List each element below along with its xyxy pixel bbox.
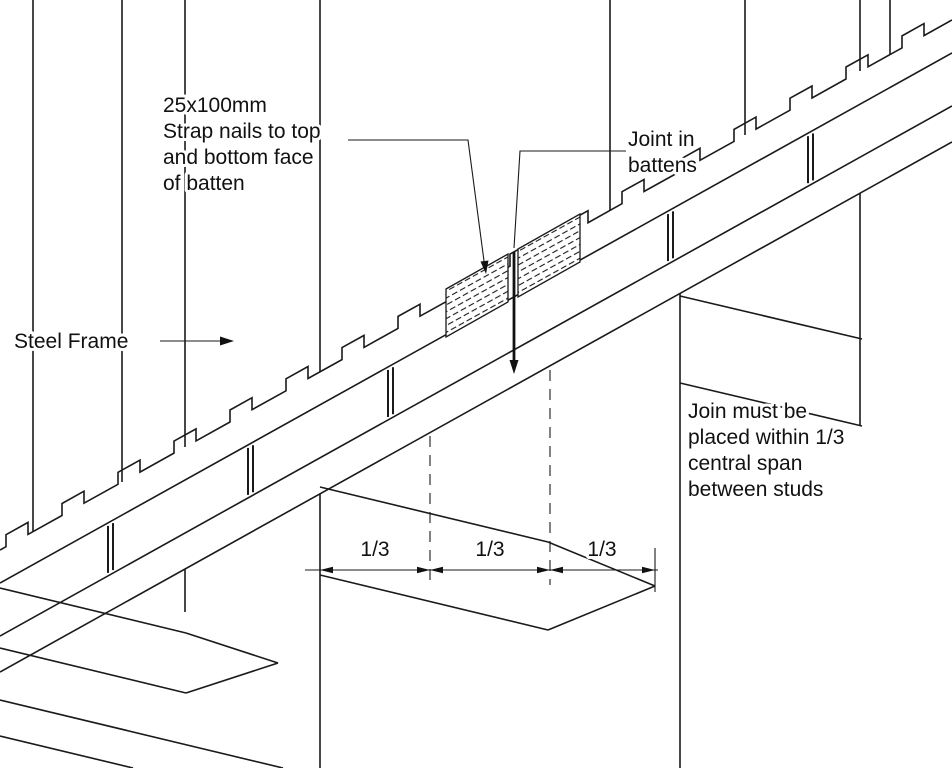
left-member-bottom	[0, 647, 187, 694]
batten-edge	[0, 141, 952, 673]
joint-note-leader	[513, 150, 626, 249]
left-member-chamfer	[185, 662, 279, 694]
join-rule-line: placed within 1/3	[688, 426, 844, 449]
right-member-top	[679, 295, 863, 340]
batten-joint	[509, 252, 519, 374]
nogging-top-edge	[319, 486, 549, 543]
leader-arrowhead-icon	[480, 260, 489, 274]
joint-arrowhead-icon	[509, 360, 519, 374]
strap-note-line: of batten	[163, 172, 245, 195]
steel-frame-arrowhead-icon	[220, 336, 234, 346]
dimension-arrow-icon	[537, 566, 550, 574]
dimension-arrow-icon	[320, 566, 333, 574]
right-member-bottom	[679, 382, 863, 427]
dimension-label: 1/3	[587, 538, 616, 561]
frame-members	[0, 295, 863, 768]
annotations: 25x100mm Strap nails to top and bottom f…	[11, 91, 847, 504]
nogging-chamfer	[547, 541, 656, 587]
strap-plate-right	[517, 212, 581, 299]
bottom-plate-edge	[0, 699, 284, 768]
strap-nail-plates	[445, 212, 581, 339]
leader-lines	[160, 139, 626, 346]
strap-fixing-ticks	[107, 133, 814, 573]
nogging-bottom-edge	[319, 574, 549, 631]
dimension-group: 1/3 1/3 1/3	[305, 370, 658, 592]
dimension-arrow-icon	[430, 566, 443, 574]
left-member-chamfer	[185, 632, 279, 664]
joint-note-line: battens	[628, 154, 697, 177]
dimension-label: 1/3	[475, 538, 504, 561]
studs	[32, 0, 891, 768]
strap-note-leader	[348, 139, 485, 262]
steel-frame-label: Steel Frame	[14, 330, 128, 353]
strap-note-line: Strap nails to top	[163, 120, 321, 143]
join-rule-line: between studs	[688, 478, 823, 501]
battens	[0, 19, 952, 673]
bottom-plate-edge	[0, 735, 134, 768]
dimension-label: 1/3	[360, 538, 389, 561]
join-rule-line: Join must be	[688, 400, 807, 423]
batten-edge	[0, 105, 952, 637]
join-rule-line: central span	[688, 452, 802, 475]
dimension-arrow-icon	[642, 566, 655, 574]
strap-note-line: and bottom face	[163, 146, 314, 169]
dimension-arrow-icon	[550, 566, 563, 574]
strap-note-line: 25x100mm	[163, 94, 267, 117]
left-member-top	[0, 587, 187, 634]
nogging-chamfer	[547, 585, 656, 631]
strap-plate-left	[445, 252, 509, 339]
dimension-arrow-icon	[417, 566, 430, 574]
joint-note-line: Joint in	[628, 128, 695, 151]
